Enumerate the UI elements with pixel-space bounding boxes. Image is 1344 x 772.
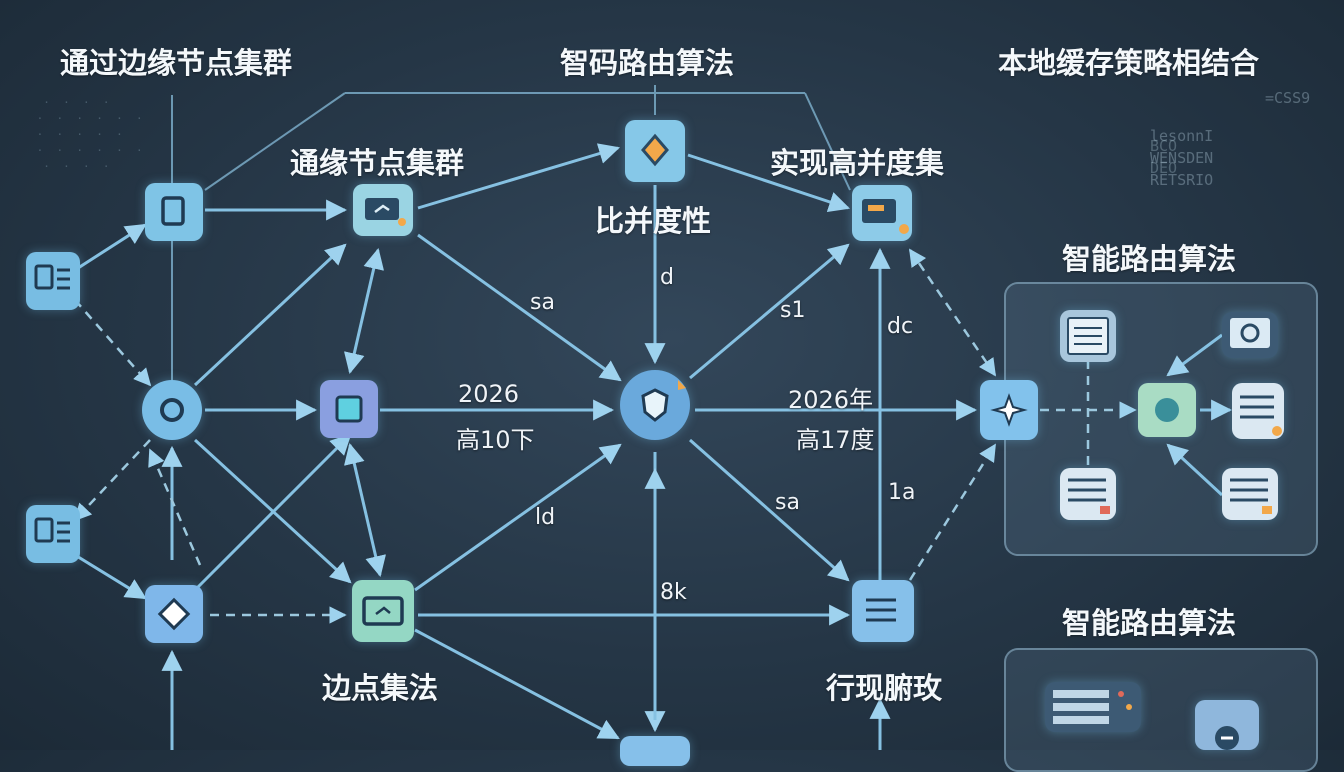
edge-top-right [687,153,850,213]
edge-label-dc: dc [887,314,914,339]
panel-node-doc-top-left[interactable] [1060,310,1116,362]
node-star[interactable] [980,380,1038,440]
edge-n2-n1 [74,223,147,272]
label-cluster: 通缘节点集群 [290,146,465,180]
chip-icon [1215,726,1239,750]
edge-center-topright [689,243,850,380]
edge-n3-hub2 [74,553,147,600]
connections-svg [73,85,1233,750]
chip-icon [157,597,191,631]
edge-cluster-center [417,233,622,382]
label-panel2-title: 智能路由算法 [1062,606,1237,640]
list-icon [1053,690,1132,724]
node-bottom-center[interactable] [620,736,690,766]
edge-left-center [414,443,622,592]
panel-node-monitor[interactable] [1222,312,1278,358]
panel-node-doc-bottom-right[interactable] [1222,468,1278,520]
edge-p-bottom-green [1166,443,1224,497]
network-icon [1155,398,1179,422]
panel-node-green[interactable] [1138,383,1196,437]
node-bottom-right[interactable] [852,580,914,642]
edge-center-bottomright [689,438,850,582]
edge-label-sa-bottom: sa [775,490,800,515]
bg-code-right-b: BCO DEO [1150,137,1178,177]
dash-br-star [908,443,997,581]
edge-label-mid-left-2: 高10下 [456,426,535,454]
bg-code-left: · · · · · · · · · · · · · · · · · · · · … [36,96,143,173]
edge-label-ld: ld [535,505,556,530]
label-top-node-sub: 比并度性 [595,204,712,238]
panel2-node-list[interactable] [1045,682,1141,732]
shield-icon [641,380,686,422]
gear-icon [160,398,184,422]
panel-node-doc-right[interactable] [1232,383,1284,439]
edge-label-d: d [660,265,674,290]
node-top-right[interactable] [852,185,912,241]
node-bottom-left[interactable] [352,580,414,642]
label-top-left: 通过边缘节点集群 [60,46,293,80]
label-panel1-title: 智能路由算法 [1062,242,1237,276]
label-bottom-left: 边点集法 [322,671,439,705]
dash-n2-hub [74,299,152,387]
edge-label-mid-left-1: 2026 [458,380,520,408]
node-left-top[interactable] [26,252,80,310]
edge-label-s1: s1 [780,298,806,323]
node-cluster[interactable] [353,184,413,236]
edge-bl-bottom [414,628,620,740]
monitor-icon [365,198,406,226]
document-icon [1067,317,1109,355]
node-center[interactable] [620,370,690,440]
sparkle-icon [990,393,1028,427]
node-middle[interactable] [320,380,378,438]
bg-code-right-c: =CSS9 [1265,89,1311,107]
document-icon [34,264,70,290]
dash-hub-n3 [73,439,151,522]
node-left-bottom[interactable] [26,505,80,563]
cpu-icon [335,395,363,423]
edge-label-ia: 1a [888,480,916,505]
edge-label-mid-right-1: 2026年 [788,386,874,414]
monitor-icon [1230,318,1270,348]
document-icon [34,517,70,543]
node-edge-1[interactable] [145,183,203,241]
edge-label-sa-top: sa [530,290,555,315]
dash-hub-hub2 [148,448,202,566]
document-icon [1230,478,1272,514]
label-top-center: 智码路由算法 [560,46,735,80]
edge-hub-bl [193,438,352,584]
edge-p-top-green [1166,333,1223,377]
edge-cluster-top [417,143,621,210]
label-right-top: 实现高并度集 [770,146,945,180]
diagram-stage: · · · · · · · · · · · · · · · · · · · · … [26,46,1318,772]
panel2-node-chip[interactable] [1195,700,1259,750]
card-icon [862,199,909,234]
document-icon [1240,395,1282,436]
node-hub-2[interactable] [145,585,203,643]
edge-mid-bl [344,442,386,578]
screen-icon [362,596,404,626]
dash-tr-star [908,248,997,377]
document-icon [1068,478,1110,514]
edge-hub-cluster [193,243,347,387]
node-top[interactable] [625,120,685,182]
edge-label-mid-right-2: 高17度 [796,426,875,454]
edge-cluster-mid [343,247,385,375]
node-hub[interactable] [142,380,202,440]
diamond-icon [641,133,669,167]
bg-code-right: lesonnI WENSDEN RETSRIO [1150,127,1214,189]
panel-node-doc-bottom-left[interactable] [1060,468,1116,520]
device-icon [161,196,185,226]
edge-label-bk: 8k [660,580,687,605]
label-bottom-right: 行现腑玫 [826,671,943,705]
document-icon [866,598,896,622]
label-top-right: 本地缓存策略相结合 [998,46,1260,80]
